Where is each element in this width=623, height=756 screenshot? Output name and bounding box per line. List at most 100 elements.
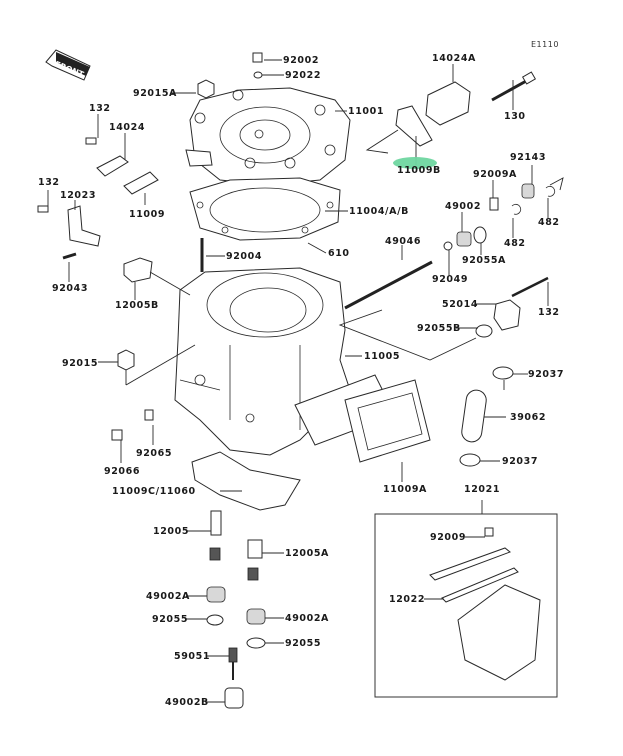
- part-label[interactable]: 92065: [136, 448, 173, 459]
- bolt-92066: [111, 429, 123, 441]
- cover-14024a: [425, 81, 471, 126]
- hose-39062: [461, 389, 487, 443]
- reed-stopper: [429, 547, 512, 581]
- gear: [209, 547, 221, 561]
- part-label[interactable]: 92043: [52, 283, 89, 294]
- part-label[interactable]: 12005: [153, 526, 190, 537]
- circlip-482: [511, 203, 522, 215]
- part-label[interactable]: 11009C/11060: [112, 486, 196, 497]
- part-label[interactable]: 14024A: [432, 53, 477, 64]
- base-gasket: [191, 451, 301, 511]
- part-label[interactable]: 92037: [528, 369, 565, 380]
- washer-92065: [144, 409, 154, 421]
- gear-59051: [228, 647, 238, 663]
- part-label[interactable]: 39062: [510, 412, 547, 423]
- part-label[interactable]: 92055A: [462, 255, 507, 266]
- reed-block: [457, 584, 541, 681]
- o-ring-92055a: [473, 226, 487, 244]
- bushing-49002a: [246, 608, 266, 625]
- gasket-11009b: [395, 105, 433, 147]
- part-label[interactable]: 92066: [104, 466, 141, 477]
- part-label[interactable]: 130: [504, 111, 526, 122]
- oil-seal-92049: [443, 241, 453, 251]
- bolt-132: [511, 276, 549, 298]
- part-label[interactable]: 11009A: [383, 484, 428, 495]
- part-label[interactable]: 12023: [60, 190, 97, 201]
- part-label[interactable]: 92009: [430, 532, 467, 543]
- part-label[interactable]: 59051: [174, 651, 211, 662]
- part-label[interactable]: 11005: [364, 351, 401, 362]
- part-label[interactable]: 12005A: [285, 548, 330, 559]
- reed-12022: [441, 567, 519, 603]
- part-label[interactable]: 92055: [285, 638, 322, 649]
- part-label[interactable]: 11009: [129, 209, 166, 220]
- part-label[interactable]: 52014: [442, 299, 479, 310]
- bracket-12023: [67, 205, 101, 247]
- front-arrow-icon: FRONT: [45, 49, 91, 81]
- washer-92022: [253, 71, 263, 79]
- reed-gasket: [294, 374, 431, 463]
- bolt-132: [37, 205, 49, 213]
- shaft-49046: [344, 260, 433, 310]
- pin-92043: [62, 252, 77, 260]
- part-label[interactable]: 11001: [348, 106, 385, 117]
- part-label[interactable]: 12021: [464, 484, 501, 495]
- clamp-92037: [459, 453, 481, 467]
- part-label[interactable]: 132: [538, 307, 560, 318]
- part-label[interactable]: 11004/A/B: [349, 206, 409, 217]
- bolt-132: [85, 137, 97, 145]
- part-label[interactable]: 49002B: [165, 697, 209, 708]
- diagram-code: E1110: [531, 40, 559, 49]
- nut-92015: [117, 349, 135, 371]
- o-ring-92055: [206, 614, 224, 626]
- o-ring-92055b: [475, 324, 493, 338]
- valve-12005a: [247, 539, 263, 559]
- part-label[interactable]: 92055: [152, 614, 189, 625]
- part-label[interactable]: 14024: [109, 122, 146, 133]
- head-gasket: [189, 177, 341, 241]
- part-label[interactable]: 92049: [432, 274, 469, 285]
- part-label[interactable]: 49002A: [146, 591, 191, 602]
- part-label[interactable]: 132: [89, 103, 111, 114]
- part-label[interactable]: 92015A: [133, 88, 178, 99]
- part-label[interactable]: 610: [328, 248, 350, 259]
- sensor-12005b: [123, 257, 153, 283]
- part-label[interactable]: 92022: [285, 70, 322, 81]
- part-label[interactable]: 11009B: [397, 165, 441, 176]
- bolt-92009: [484, 527, 494, 537]
- clamp-92037: [492, 366, 514, 380]
- part-label[interactable]: 12005B: [115, 300, 159, 311]
- part-label[interactable]: 12022: [389, 594, 426, 605]
- cylinder-head: [185, 87, 351, 186]
- part-label[interactable]: 92143: [510, 152, 547, 163]
- part-label[interactable]: 92037: [502, 456, 539, 467]
- bolt-92009a: [489, 197, 499, 211]
- part-label[interactable]: 482: [504, 238, 526, 249]
- part-label[interactable]: 49002: [445, 201, 482, 212]
- leader-lines: [47, 59, 564, 703]
- bolt-130: [491, 71, 537, 102]
- cover-52014: [493, 299, 521, 331]
- bushing-49002: [456, 231, 472, 247]
- reed-valve-assembly-box: [374, 513, 558, 698]
- valve-12005: [210, 510, 222, 536]
- part-label[interactable]: 92015: [62, 358, 99, 369]
- part-label[interactable]: 132: [38, 177, 60, 188]
- o-ring-92055: [246, 637, 266, 649]
- cap-49002b: [224, 687, 244, 709]
- gasket-11009: [123, 171, 159, 195]
- part-label[interactable]: 482: [538, 217, 560, 228]
- nut-92015a: [197, 79, 215, 99]
- bushing-92143: [521, 183, 535, 199]
- circlip-482: [545, 185, 556, 197]
- part-label[interactable]: 92055B: [417, 323, 461, 334]
- bushing-49002a: [206, 586, 226, 603]
- part-label[interactable]: 49002A: [285, 613, 330, 624]
- part-label[interactable]: 92004: [226, 251, 263, 262]
- part-label[interactable]: 92009A: [473, 169, 518, 180]
- gasket-14024: [96, 155, 129, 177]
- part-label[interactable]: 92002: [283, 55, 320, 66]
- part-label[interactable]: 49046: [385, 236, 422, 247]
- highlight-marker: [393, 157, 437, 169]
